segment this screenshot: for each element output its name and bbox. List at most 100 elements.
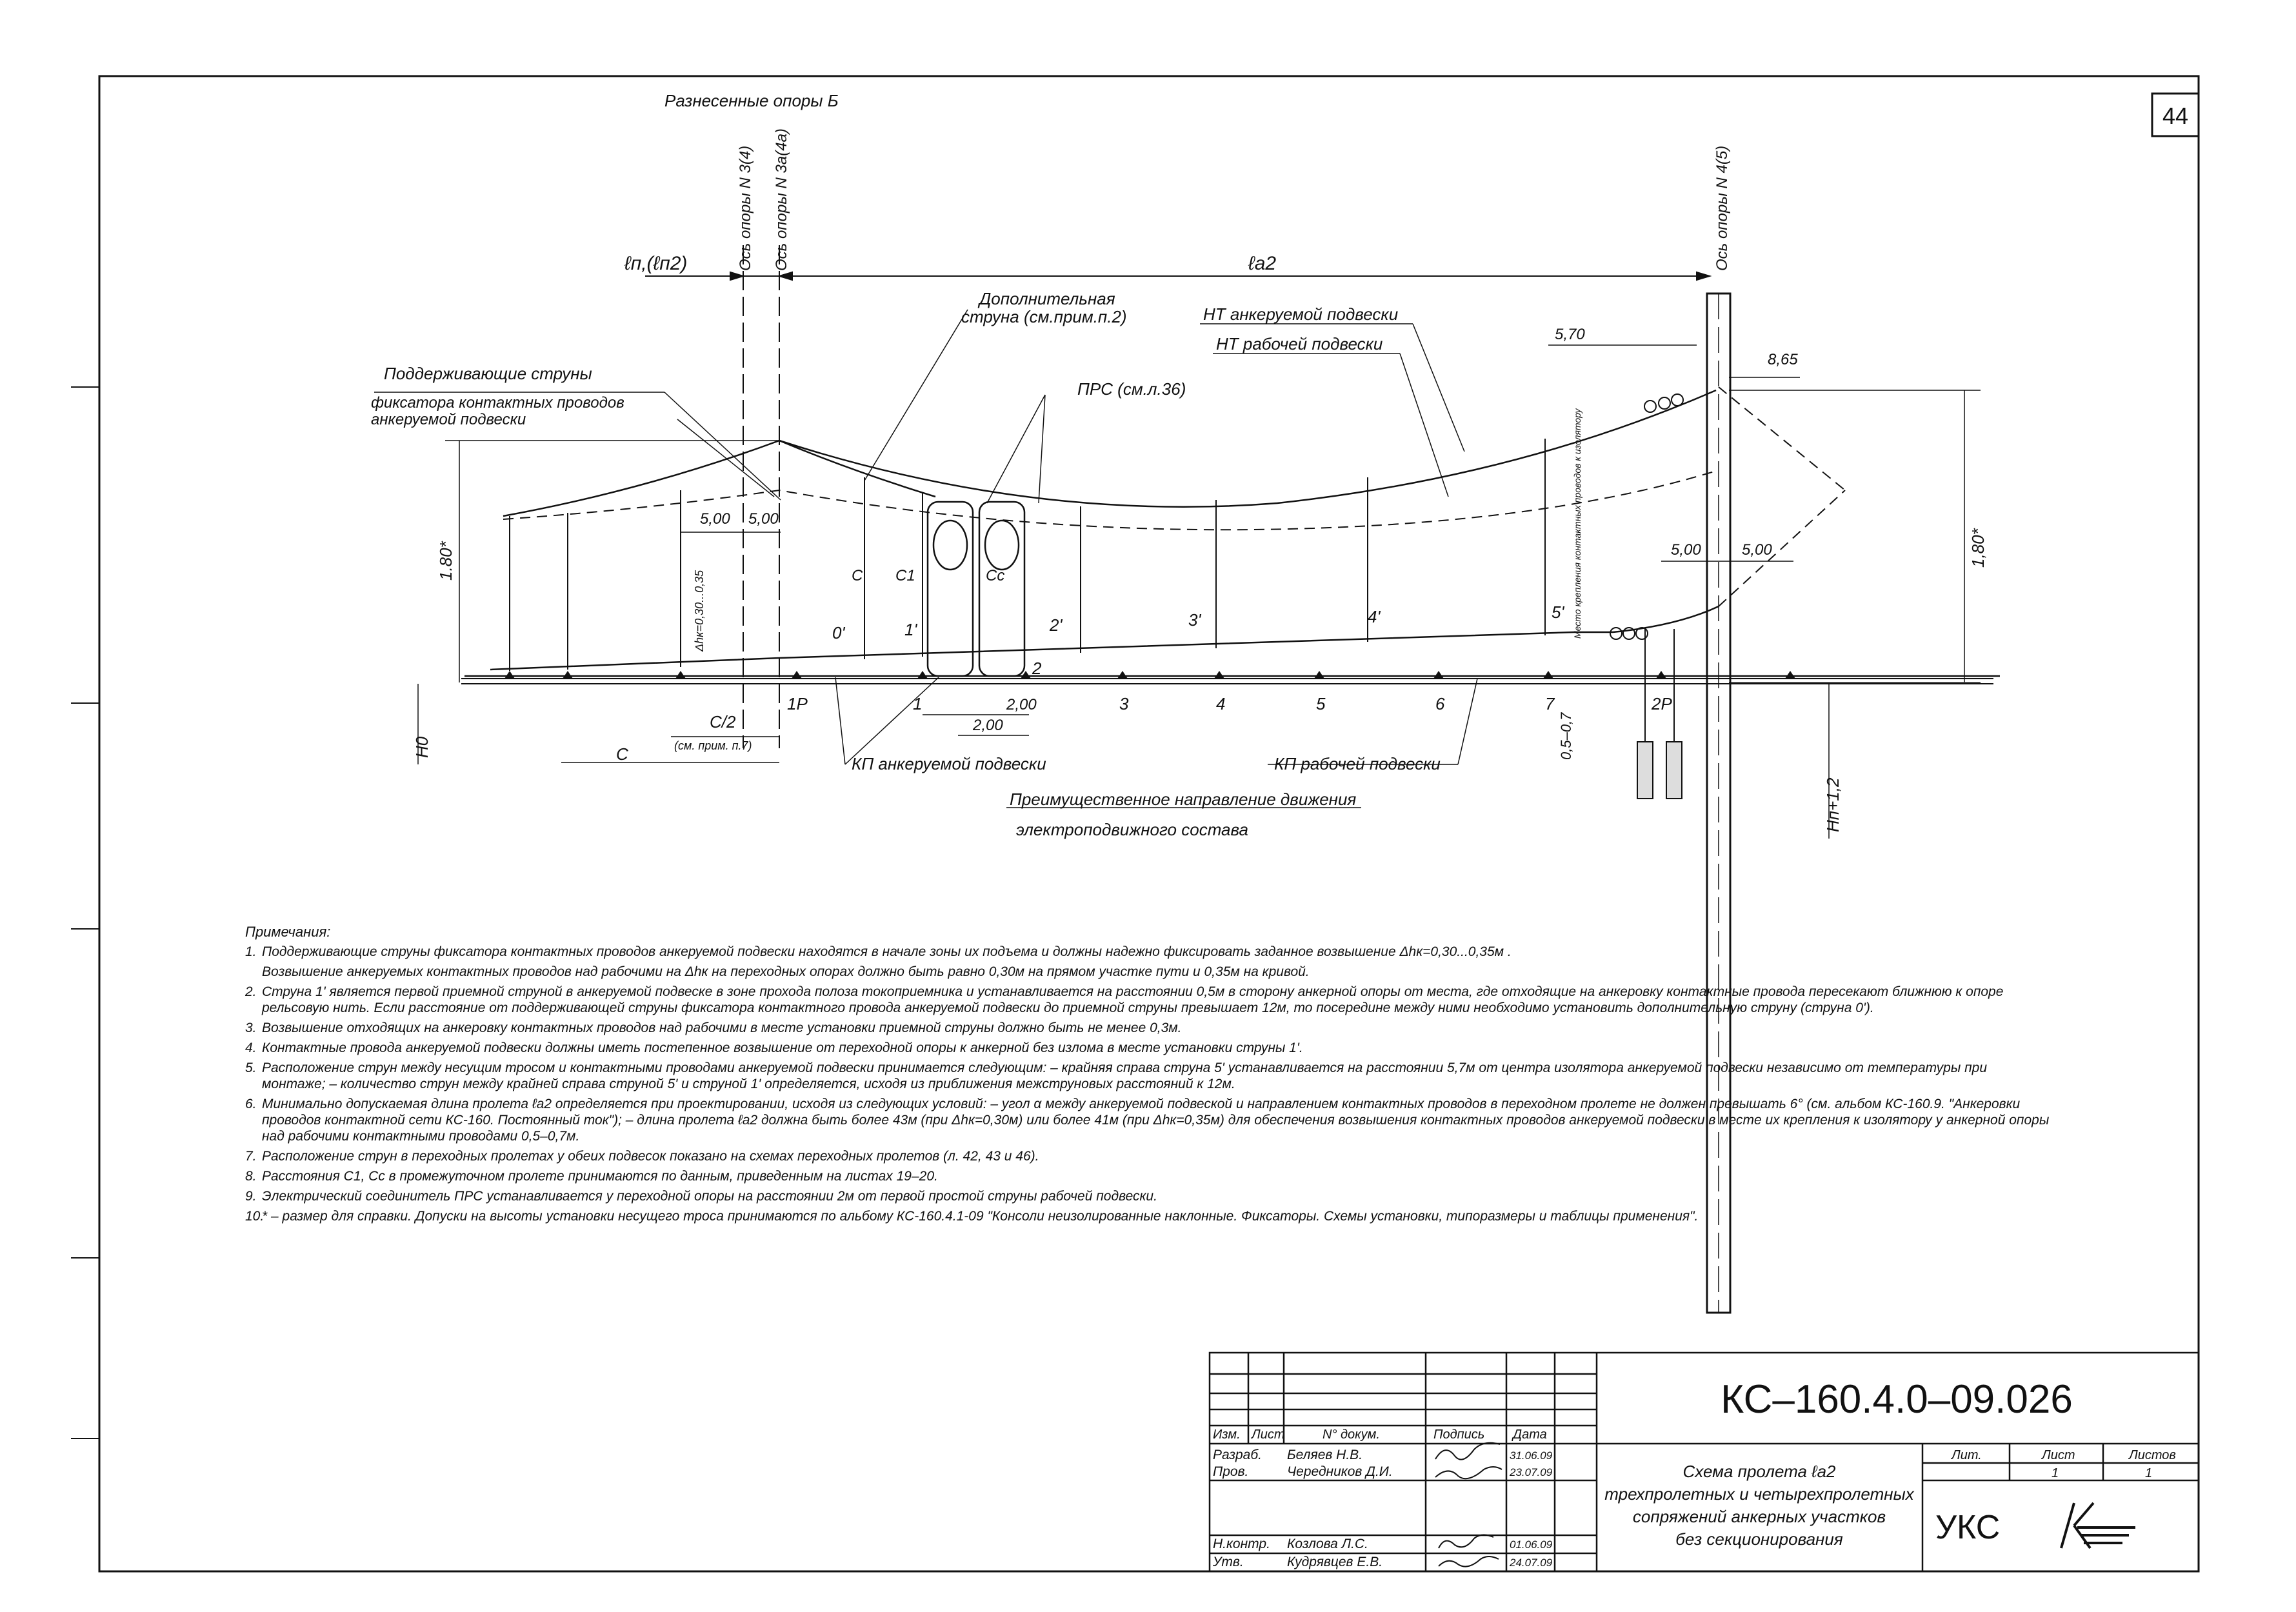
org-logo (2060, 1502, 2135, 1549)
note-text: * – размер для справки. Допуски на высот… (262, 1209, 1699, 1224)
kp-working-label: КП рабочей подвески (1274, 754, 1441, 773)
dropper-label-2p: 2' (1049, 615, 1063, 635)
sheet-number-box (2151, 92, 2200, 137)
dim-180-right: 1,80* (1968, 528, 1988, 568)
note-body: Минимально допускаемая длина пролета ℓа2… (262, 1096, 2051, 1144)
dim-570: 5,70 (1555, 326, 1585, 343)
dropper-label-1r: 1Р (787, 694, 808, 713)
working-catenary (503, 386, 1846, 607)
title-block-grid (1208, 1351, 2200, 1573)
note-number: 5. (245, 1060, 257, 1075)
h0-label: H0 (412, 736, 432, 758)
title-block-title: Схема пролета ℓа2 трехпролетных и четыре… (1604, 1462, 1914, 1549)
dropper-label-1p: 1' (904, 620, 917, 639)
note-body: Расстояния C1, Cc в промежуточном пролет… (262, 1168, 2051, 1184)
notes-list: 1. Поддерживающие струны фиксатора контак… (245, 944, 2051, 1224)
note-number: 2. (245, 984, 257, 999)
lit-label: Лит. (1950, 1448, 1982, 1462)
leader-lines (374, 309, 1478, 808)
note-number: 6. (245, 1097, 257, 1111)
dropper-label-5p: 5' (1552, 602, 1564, 622)
name-3: Кудрявцев Е.В. (1287, 1555, 1383, 1569)
title-line-0: Схема пролета ℓа2 (1682, 1462, 1836, 1481)
note-text: Возвышение отходящих на анкеровку контак… (262, 1020, 1182, 1035)
note-item: 2. Струна 1' является первой приемной стр… (245, 984, 2051, 1016)
prs-connectors (926, 501, 1026, 677)
c-inner-label: C (852, 567, 863, 584)
support-droppers-label-2: фиксатора контактных проводов (371, 394, 624, 412)
dropper-label-1: 1 (913, 694, 922, 713)
dropper-labels: 0' 1' 2' 3' 4' 5' 1Р 1 2 3 4 5 6 7 2Р (787, 602, 1672, 713)
date-2: 01.06.09 (1510, 1538, 1553, 1551)
axis-n4-label: Ось опоры N 4(5) (1713, 146, 1731, 271)
note-item: 3. Возвышение отходящих на анкеровку конт… (245, 1020, 2051, 1036)
note-item: 6. Минимально допускаемая длина пролета ℓ… (245, 1096, 2051, 1144)
support-droppers-label-1: Поддерживающие струны (384, 364, 592, 383)
direction-label-2: электроподвижного состава (1016, 820, 1248, 839)
dim-dh: Δhк=0,30...0,35 (693, 570, 706, 652)
note-text: Контактные провода анкеруемой подвески д… (262, 1040, 1303, 1055)
horizontal-dimensions (561, 344, 1800, 763)
hdr-list: Лист (1250, 1428, 1285, 1442)
dropper-label-7: 7 (1545, 694, 1555, 713)
sheet-frame (98, 75, 2200, 1573)
note-body: * – размер для справки. Допуски на высот… (262, 1208, 2051, 1224)
droppers (509, 439, 1546, 671)
note-text: Расстояния C1, Cc в промежуточном пролет… (262, 1169, 938, 1184)
note-text: Минимально допускаемая длина пролета ℓа2… (262, 1097, 2050, 1144)
title-block-sheet-info: Лит. Лист Листов 1 1 (1950, 1448, 2176, 1480)
note-item: 9.Электрический соединитель ПРС устанавл… (245, 1188, 2051, 1204)
note-item: 7. Расположение струн в переходных пролет… (245, 1148, 2051, 1164)
dim-500a: 5,00 (700, 510, 730, 528)
spread-supports-label: Разнесенные опоры Б (664, 91, 839, 110)
dropper-label-2r: 2Р (1651, 694, 1672, 713)
note-body: Расположение струн в переходных пролетах… (262, 1148, 2051, 1164)
hdr-izm: Изм. (1213, 1428, 1241, 1442)
dropper-label-0p: 0' (832, 623, 845, 642)
height-dimensions (417, 390, 1981, 839)
note-number: 9. (245, 1189, 257, 1204)
hdr-date: Дата (1512, 1428, 1547, 1442)
dim-865: 8,65 (1768, 351, 1798, 368)
title-block-headers: Изм. Лист N° докум. Подпись Дата (1213, 1428, 1547, 1442)
axis-n3a-label: Ось опоры N 3а(4а) (773, 128, 790, 271)
note-text: Поддерживающие струны фиксатора контактн… (262, 944, 1512, 959)
c1-label: C1 (895, 567, 915, 584)
insulators (1610, 393, 1684, 640)
org-label: УКС (1935, 1509, 2000, 1546)
title-line-3: без секционирования (1675, 1529, 1843, 1549)
direction-label-1: Преимущественное направление движения (1010, 790, 1356, 809)
cc-label: Cc (986, 567, 1004, 584)
note-number: 1. (245, 944, 257, 959)
dropper-label-6: 6 (1435, 694, 1445, 713)
note-body: Возвышение отходящих на анкеровку контак… (262, 1020, 2051, 1036)
extra-dropper-label-2: струна (см.прим.п.2) (961, 307, 1127, 326)
note-number: 7. (245, 1149, 257, 1164)
date-3: 24.07.09 (1509, 1557, 1553, 1569)
note-number: 3. (245, 1020, 257, 1035)
support-droppers-label-3: анкеруемой подвески (371, 411, 526, 428)
support-axes (743, 245, 780, 748)
listov-label: Листов (2128, 1448, 2176, 1462)
dropper-label-3p: 3' (1188, 610, 1201, 630)
kp-anchored-label: КП анкеруемой подвески (852, 754, 1046, 773)
dropper-label-5: 5 (1316, 694, 1326, 713)
dim-200b: 2,00 (972, 717, 1003, 734)
note-text: Расположение струн между несущим тросом … (262, 1060, 1988, 1091)
note-text: Струна 1' является первой приемной струн… (262, 984, 2004, 1015)
hdr-doc: N° докум. (1323, 1428, 1380, 1442)
catenary-wires (464, 389, 2000, 677)
note-text: Расположение струн в переходных пролетах… (262, 1149, 1039, 1164)
role-0: Разраб. (1213, 1448, 1262, 1462)
dim-500b: 5,00 (748, 510, 779, 528)
dropper-label-4: 4 (1216, 694, 1225, 713)
note-body: Поддерживающие струны фиксатора контактн… (262, 944, 2051, 980)
span-main-label: ℓа2 (1248, 253, 1276, 274)
axis-n3-label: Ось опоры N 3(4) (737, 146, 754, 271)
note-item: 8. Расстояния C1, Cc в промежуточном прол… (245, 1168, 2051, 1184)
list-label: Лист (2041, 1448, 2075, 1462)
note-number: 8. (245, 1169, 257, 1184)
dropper-clamps (504, 671, 1795, 679)
